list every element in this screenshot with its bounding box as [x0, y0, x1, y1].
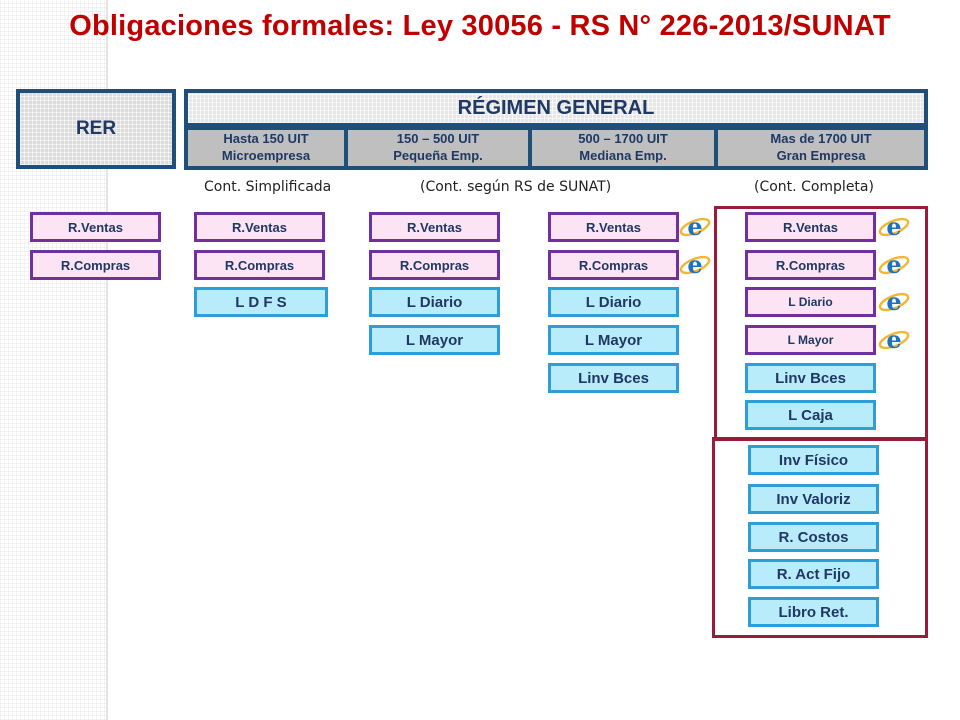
gran-registro-ventas: R.Ventas	[745, 212, 876, 242]
mediana-libro-inventarios-balances: Linv Bces	[548, 363, 679, 393]
internet-explorer-icon: e	[878, 213, 910, 241]
gran-registro-costos: R. Costos	[748, 522, 879, 552]
category-name: Pequeña Emp.	[393, 148, 483, 163]
pequena-libro-diario: L Diario	[369, 287, 500, 317]
pequena-libro-mayor: L Mayor	[369, 325, 500, 355]
rer-registro-ventas: R.Ventas	[30, 212, 161, 242]
micro-libro-ldfs: L D F S	[194, 287, 328, 317]
gran-libro-diario: L Diario	[745, 287, 876, 317]
category-pequena: 150 – 500 UIT Pequeña Emp.	[344, 127, 532, 170]
category-name: Mediana Emp.	[579, 148, 667, 163]
internet-explorer-icon: e	[878, 326, 910, 354]
subtitle-segun-rs: (Cont. según RS de SUNAT)	[420, 179, 612, 195]
gran-libro-mayor: L Mayor	[745, 325, 876, 355]
subtitle-completa: (Cont. Completa)	[754, 179, 874, 195]
gran-inventario-fisico: Inv Físico	[748, 445, 879, 475]
rer-registro-compras: R.Compras	[30, 250, 161, 280]
gran-libro-caja: L Caja	[745, 400, 876, 430]
gran-registro-compras: R.Compras	[745, 250, 876, 280]
gran-libro-inventarios-balances: Linv Bces	[745, 363, 876, 393]
regimen-general-header: RÉGIMEN GENERAL	[184, 89, 928, 127]
pequena-registro-ventas: R.Ventas	[369, 212, 500, 242]
svg-text:e: e	[886, 213, 901, 241]
rer-header: RER	[16, 89, 176, 169]
category-range: 150 – 500 UIT	[396, 131, 480, 147]
micro-registro-ventas: R.Ventas	[194, 212, 325, 242]
page-title: Obligaciones formales: Ley 30056 - RS N°…	[69, 10, 891, 42]
pequena-registro-compras: R.Compras	[369, 250, 500, 280]
mediana-registro-compras: R.Compras	[548, 250, 679, 280]
gran-registro-activo-fijo: R. Act Fijo	[748, 559, 879, 589]
mediana-registro-ventas: R.Ventas	[548, 212, 679, 242]
mediana-libro-mayor: L Mayor	[548, 325, 679, 355]
internet-explorer-icon: e	[878, 288, 910, 316]
category-mediana: 500 – 1700 UIT Mediana Emp.	[528, 127, 718, 170]
category-range: Mas de 1700 UIT	[770, 131, 872, 147]
internet-explorer-icon: e	[679, 213, 711, 241]
svg-text:e: e	[886, 288, 901, 316]
internet-explorer-icon: e	[679, 251, 711, 279]
svg-text:e: e	[687, 213, 702, 241]
gran-inventario-valorizado: Inv Valoriz	[748, 484, 879, 514]
internet-explorer-icon: e	[878, 251, 910, 279]
subtitle-simplificada: Cont. Simplificada	[204, 179, 332, 195]
mediana-libro-diario: L Diario	[548, 287, 679, 317]
category-gran: Mas de 1700 UIT Gran Empresa	[714, 127, 928, 170]
micro-registro-compras: R.Compras	[194, 250, 325, 280]
svg-text:e: e	[886, 326, 901, 354]
svg-text:e: e	[687, 251, 702, 279]
gran-libro-retenciones: Libro Ret.	[748, 597, 879, 627]
category-microempresa: Hasta 150 UIT Microempresa	[184, 127, 348, 170]
category-range: Hasta 150 UIT	[223, 131, 309, 147]
category-name: Gran Empresa	[776, 148, 866, 163]
category-range: 500 – 1700 UIT	[578, 131, 668, 147]
category-name: Microempresa	[221, 148, 311, 163]
svg-text:e: e	[886, 251, 901, 279]
gran-empresa-frame-bottom	[712, 437, 928, 638]
